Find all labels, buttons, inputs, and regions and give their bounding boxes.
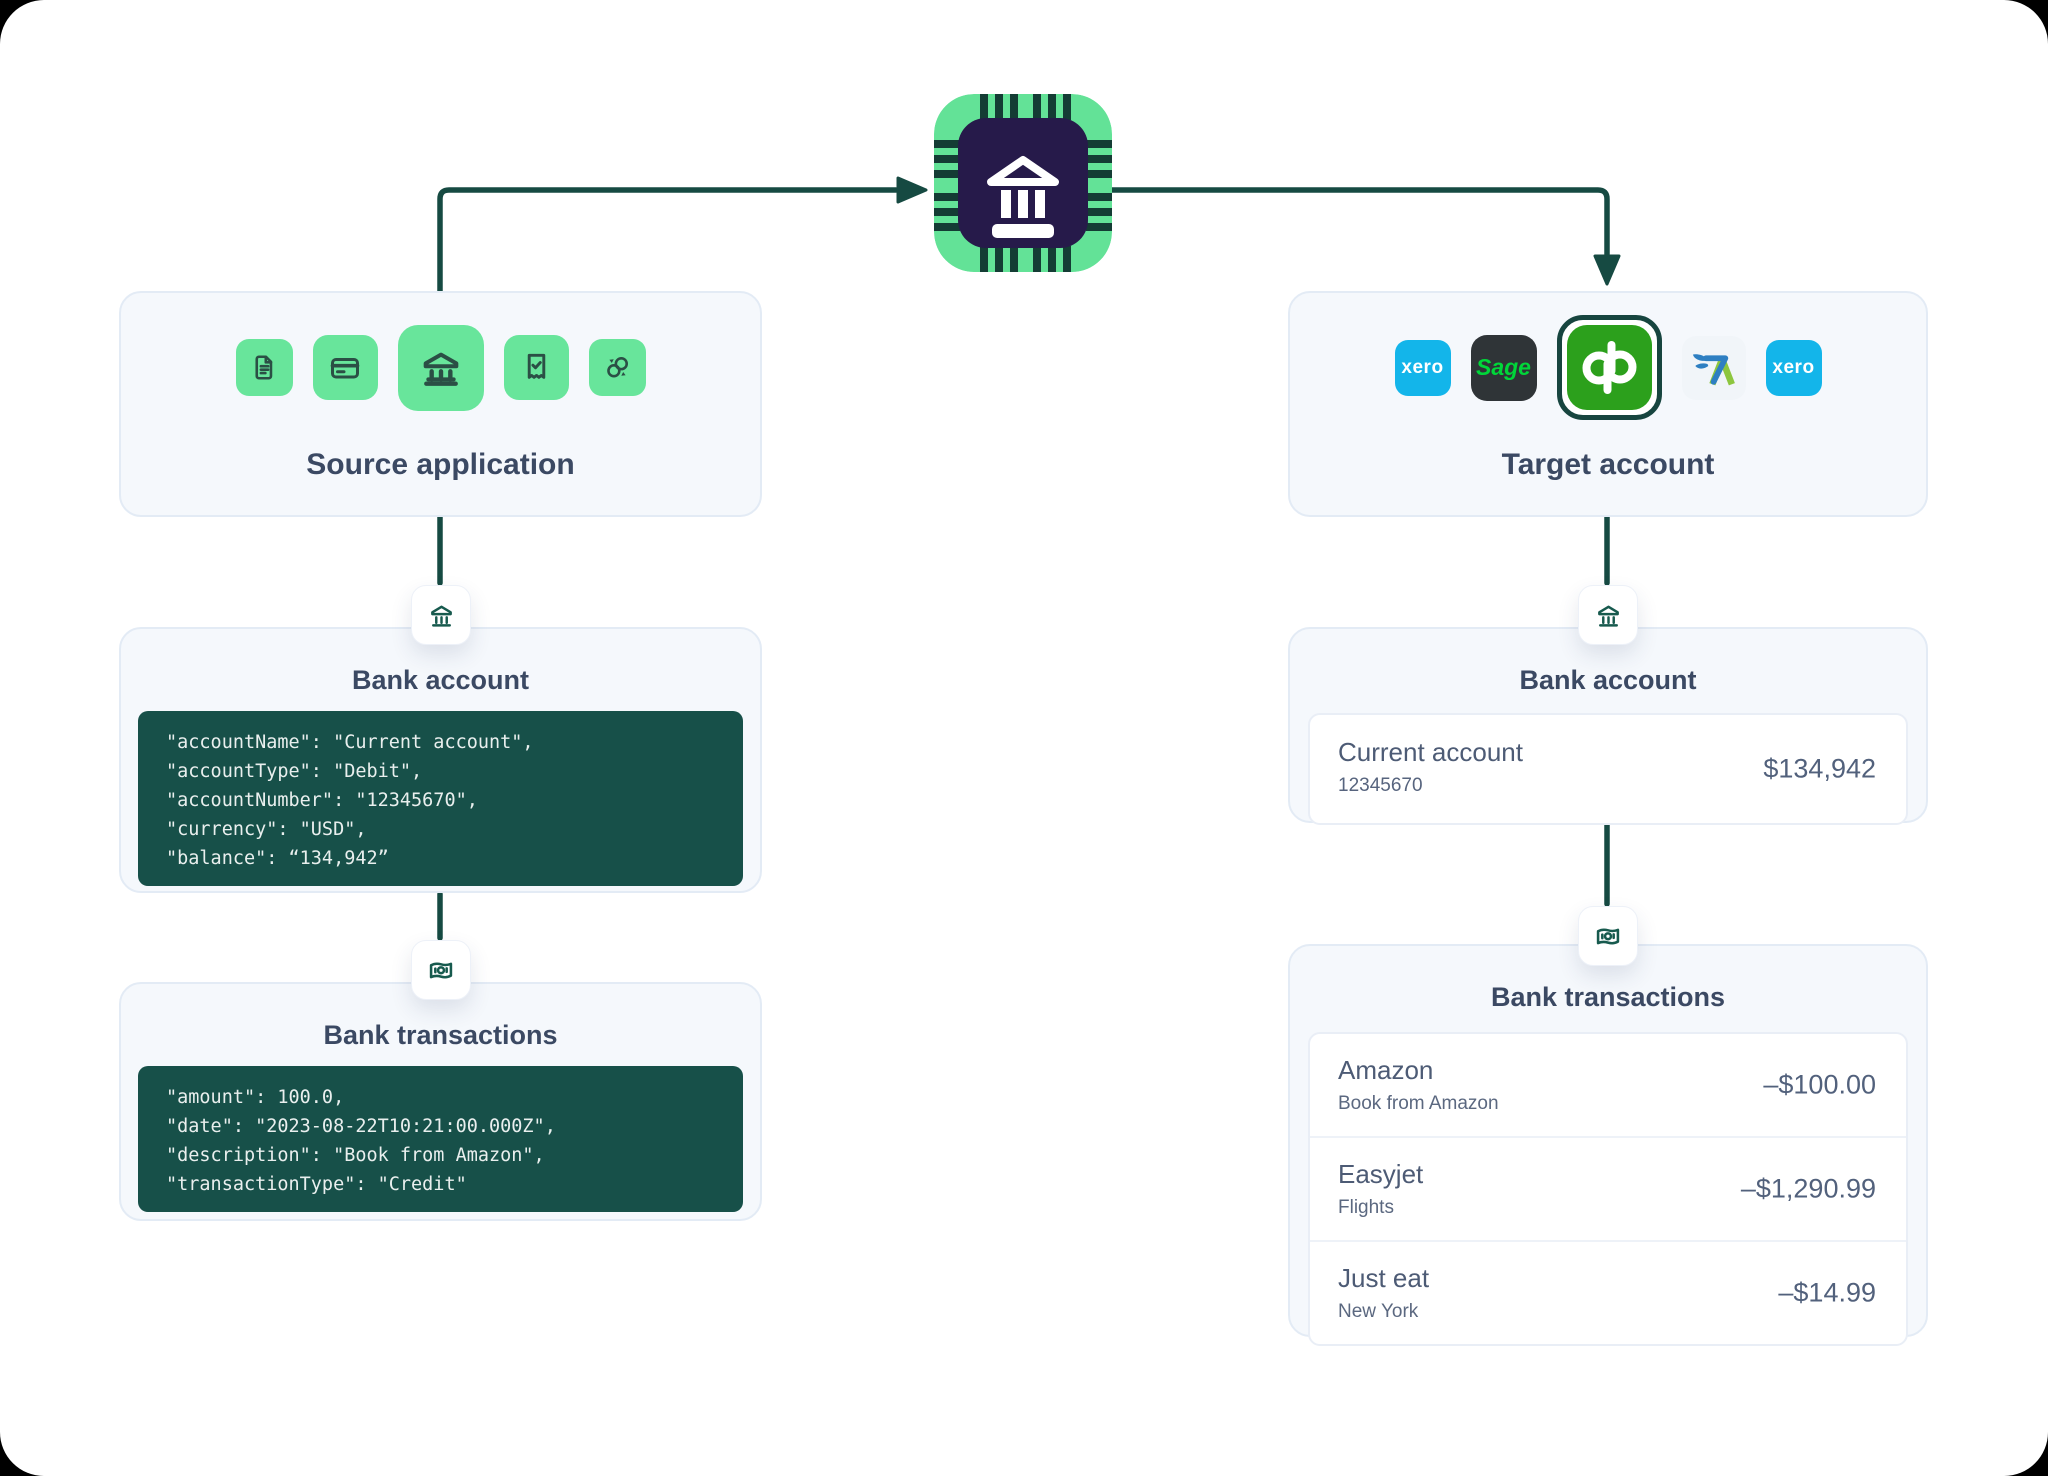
- xero-logo: xero: [1765, 339, 1822, 396]
- transaction-name: Amazon: [1338, 1055, 1434, 1085]
- xero-label: xero: [1401, 356, 1444, 378]
- bank-account-json-block: "accountName": "Current account", "accou…: [138, 711, 743, 886]
- target-panel-title: Target account: [1501, 448, 1715, 481]
- source-bank-account-panel: Bank account "accountName": "Current acc…: [119, 627, 762, 893]
- xero-label: xero: [1772, 356, 1815, 378]
- transaction-description: New York: [1338, 1301, 1419, 1322]
- transaction-row: Amazon Book from Amazon –$100.00: [1310, 1034, 1906, 1136]
- account-balance: $134,942: [1763, 753, 1876, 784]
- source-bank-transactions-title: Bank transactions: [323, 1020, 558, 1050]
- target-bank-transactions-panel: Bank transactions Amazon Book from Amazo…: [1288, 944, 1928, 1346]
- source-bank-account-title: Bank account: [351, 665, 530, 695]
- arrow-chip-to-target: [1109, 187, 1610, 257]
- bank-glyph: [987, 156, 1059, 238]
- target-account-panel: xero Sage: [1288, 291, 1928, 517]
- target-bank-account-panel: Bank account Current account 12345670 $1…: [1288, 627, 1928, 825]
- transaction-amount: –$1,290.99: [1740, 1173, 1876, 1204]
- code-line: "accountNumber": "12345670",: [166, 790, 478, 811]
- code-line: "currency": "USD",: [166, 819, 367, 840]
- quickbooks-logo: [1566, 325, 1652, 410]
- account-card: Current account 12345670 $134,942: [1308, 713, 1908, 825]
- target-bank-transactions-title: Bank transactions: [1490, 982, 1726, 1012]
- source-app-tiles: [121, 317, 760, 418]
- bank-badge-right: [1578, 585, 1638, 645]
- banknote-badge-right: [1578, 906, 1638, 966]
- source-application-panel: Source application: [119, 291, 762, 517]
- quickbooks-highlight-ring: [1556, 315, 1662, 420]
- transaction-description: Book from Amazon: [1338, 1093, 1499, 1114]
- transactions-card: Amazon Book from Amazon –$100.00 Easyjet…: [1308, 1032, 1908, 1346]
- arrowhead-down: [1593, 254, 1621, 286]
- document-icon: [235, 339, 293, 396]
- sync-icon: [588, 339, 646, 396]
- transaction-row: Just eat New York –$14.99: [1310, 1240, 1906, 1344]
- code-line: "description": "Book from Amazon",: [166, 1145, 545, 1166]
- bank-icon: [397, 324, 484, 411]
- account-name: Current account: [1338, 737, 1523, 767]
- bank-transactions-json-block: "amount": 100.0, "date": "2023-08-22T10:…: [138, 1066, 743, 1212]
- transaction-amount: –$14.99: [1778, 1277, 1876, 1308]
- transaction-amount: –$100.00: [1763, 1069, 1876, 1100]
- source-panel-title: Source application: [306, 448, 575, 481]
- code-line: "date": "2023-08-22T10:21:00.000Z",: [166, 1116, 556, 1137]
- code-line: "accountType": "Debit",: [166, 761, 423, 782]
- bank-badge-left: [411, 585, 471, 645]
- arrow-source-to-chip: [437, 187, 899, 295]
- receipt-icon: [503, 335, 569, 400]
- transaction-description: Flights: [1338, 1197, 1394, 1218]
- code-line: "amount": 100.0,: [166, 1087, 345, 1108]
- account-number: 12345670: [1338, 775, 1423, 796]
- target-app-tiles: xero Sage: [1290, 315, 1926, 420]
- transaction-name: Easyjet: [1338, 1159, 1424, 1189]
- arrowhead-right: [896, 176, 928, 204]
- transaction-row: Easyjet Flights –$1,290.99: [1310, 1136, 1906, 1240]
- target-bank-account-title: Bank account: [1519, 665, 1697, 695]
- code-line: "transactionType": "Credit": [166, 1174, 467, 1195]
- sage-label: Sage: [1476, 354, 1531, 380]
- transaction-name: Just eat: [1338, 1263, 1430, 1293]
- banknote-badge-left: [411, 940, 471, 1000]
- xero-logo: xero: [1394, 339, 1451, 396]
- credit-card-icon: [312, 335, 378, 400]
- sage-logo: Sage: [1470, 334, 1537, 401]
- code-line: "balance": “134,942”: [166, 848, 389, 869]
- freeagent-logo: [1681, 335, 1746, 400]
- bank-chip-icon: [934, 94, 1112, 272]
- source-bank-transactions-panel: Bank transactions "amount": 100.0, "date…: [119, 982, 762, 1221]
- code-line: "accountName": "Current account",: [166, 732, 534, 753]
